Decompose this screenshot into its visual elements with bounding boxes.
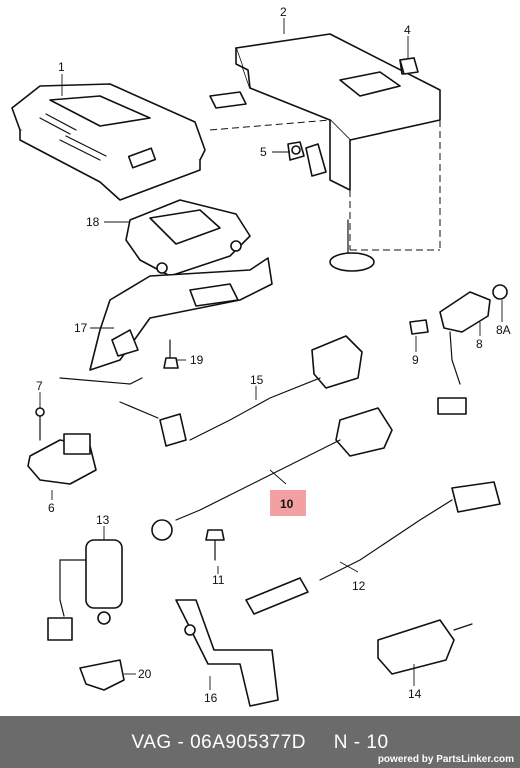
mounting-bracket: [209, 33, 441, 251]
lambda-sensor-12: [245, 481, 501, 615]
camshaft-sensor: [409, 284, 508, 415]
label-part-19: 19: [190, 353, 204, 367]
label-part-7: 7: [36, 379, 43, 393]
clip-20: [79, 659, 125, 691]
sensor-15: [119, 335, 363, 447]
footer-bar: VAG - 06A905377D N - 10 powered by Parts…: [0, 716, 520, 768]
support-bracket: [59, 257, 273, 385]
pressure-sensor: [27, 407, 97, 485]
brand-name: VAG: [131, 732, 172, 753]
label-part-1: 1: [58, 60, 65, 74]
label-part-14: 14: [408, 687, 422, 701]
label-part-18: 18: [86, 215, 100, 229]
knock-sensor-10: [151, 407, 393, 541]
label-part-6: 6: [48, 501, 55, 515]
bolt-5: [287, 141, 305, 161]
leader-lines: [39, 18, 503, 690]
label-part-20: 20: [138, 667, 152, 681]
powered-brand: PartsLinker.com: [436, 754, 514, 765]
label-part-16: 16: [204, 691, 218, 705]
valve-13: [47, 539, 123, 641]
parts-diagram: 1 2 4 5 18 17 19 7 6 9 8 8A 15 10 13 11 …: [11, 5, 511, 707]
label-part-11: 11: [212, 573, 225, 587]
part-number: 06A905377D: [190, 732, 306, 753]
label-part-17: 17: [74, 321, 88, 335]
mount-block: [125, 199, 251, 277]
clip-4: [399, 57, 419, 75]
callout-ref: N - 10: [333, 732, 389, 753]
label-part-8a: 8A: [496, 323, 511, 337]
label-part-12: 12: [352, 579, 366, 593]
label-part-8: 8: [476, 337, 483, 351]
engine-control-unit: [11, 83, 206, 201]
label-part-2: 2: [280, 5, 287, 19]
label-part-5: 5: [260, 145, 267, 159]
title-separator: -: [177, 732, 185, 753]
switch-14: [377, 619, 473, 675]
bolt-19: [163, 339, 179, 369]
label-part-9: 9: [412, 353, 419, 367]
highlight-part-10: [270, 490, 306, 516]
bracket-16: [175, 599, 279, 707]
powered-by: powered by PartsLinker.com: [378, 754, 514, 765]
part-title: VAG - 06A905377D N - 10: [0, 732, 520, 754]
bolt-11: [205, 529, 225, 561]
bolt-screw: [329, 219, 375, 272]
label-part-4: 4: [404, 23, 411, 37]
label-part-15: 15: [250, 373, 264, 387]
label-part-10: 10: [280, 497, 294, 511]
label-part-13: 13: [96, 513, 110, 527]
powered-prefix: powered by: [377, 754, 434, 765]
